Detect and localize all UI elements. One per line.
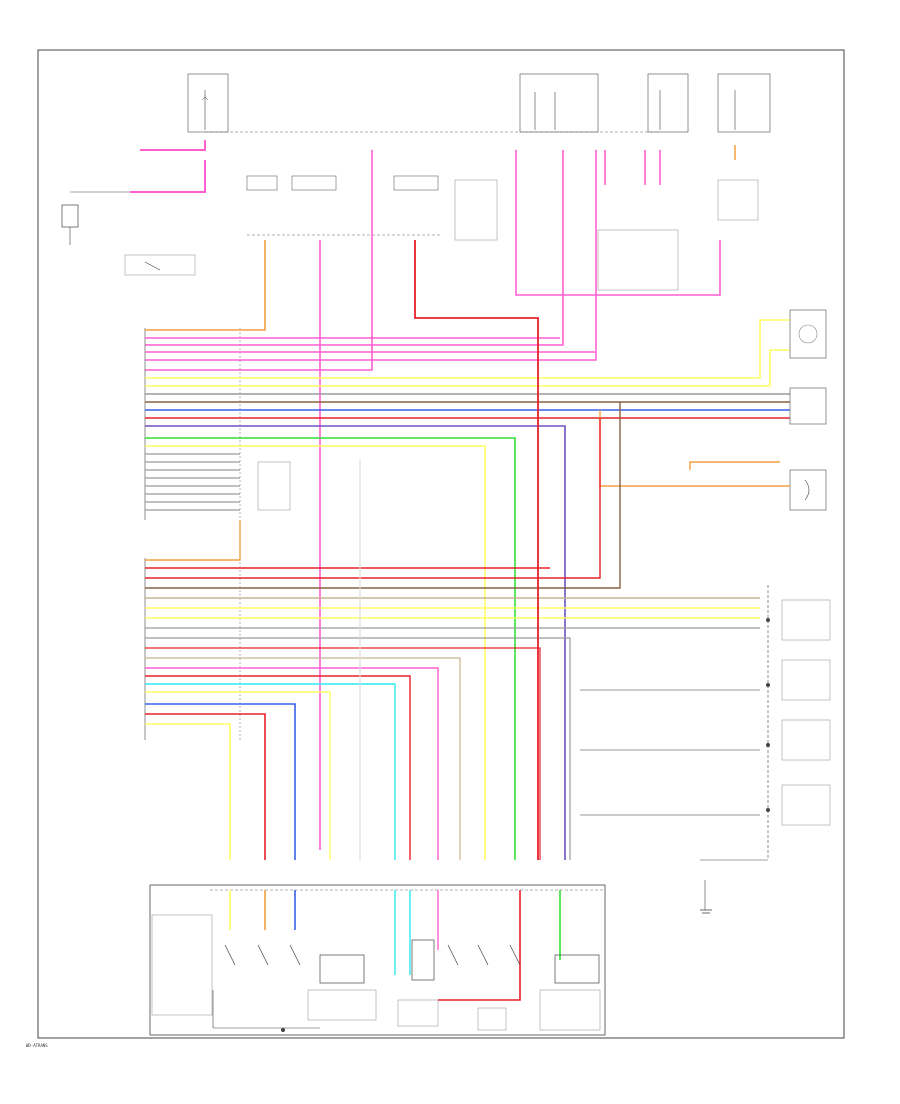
pressure-switch-assembly [700, 585, 831, 910]
ecm-connector-c2 [144, 558, 241, 740]
splice-connectors-top [246, 175, 498, 241]
fuse-block-left [187, 73, 229, 133]
ecm-connector-c1 [144, 328, 241, 520]
transmission-internal-wires [212, 890, 561, 1029]
temp-sensor-box [539, 954, 601, 1031]
fuse-block-right-1 [647, 73, 689, 133]
sensor-right-upper [789, 309, 827, 359]
ground-symbol [281, 909, 712, 1032]
lower-harness-wires [145, 402, 760, 860]
diagram-border [37, 49, 845, 1039]
tcc-solenoid [307, 954, 377, 1021]
pink-wires-top [145, 145, 736, 850]
diagram-code: WD-ATRANS [26, 1043, 48, 1048]
fuse-block-right-2 [717, 73, 771, 133]
small-module-box [257, 461, 291, 511]
pressure-control-solenoid [397, 939, 521, 1031]
sensor-right-middle [789, 387, 827, 425]
sensor-right-lower [599, 410, 827, 511]
upper-harness-wires [145, 240, 790, 860]
splice-box-right [597, 179, 759, 291]
relay-small-left [124, 254, 196, 276]
left-supply-wires [61, 140, 206, 245]
transmission-connector [149, 884, 606, 1036]
fuse-block-center [519, 73, 599, 133]
vertical-trunk-wires [359, 240, 760, 860]
shift-solenoid-switches [151, 914, 301, 1016]
